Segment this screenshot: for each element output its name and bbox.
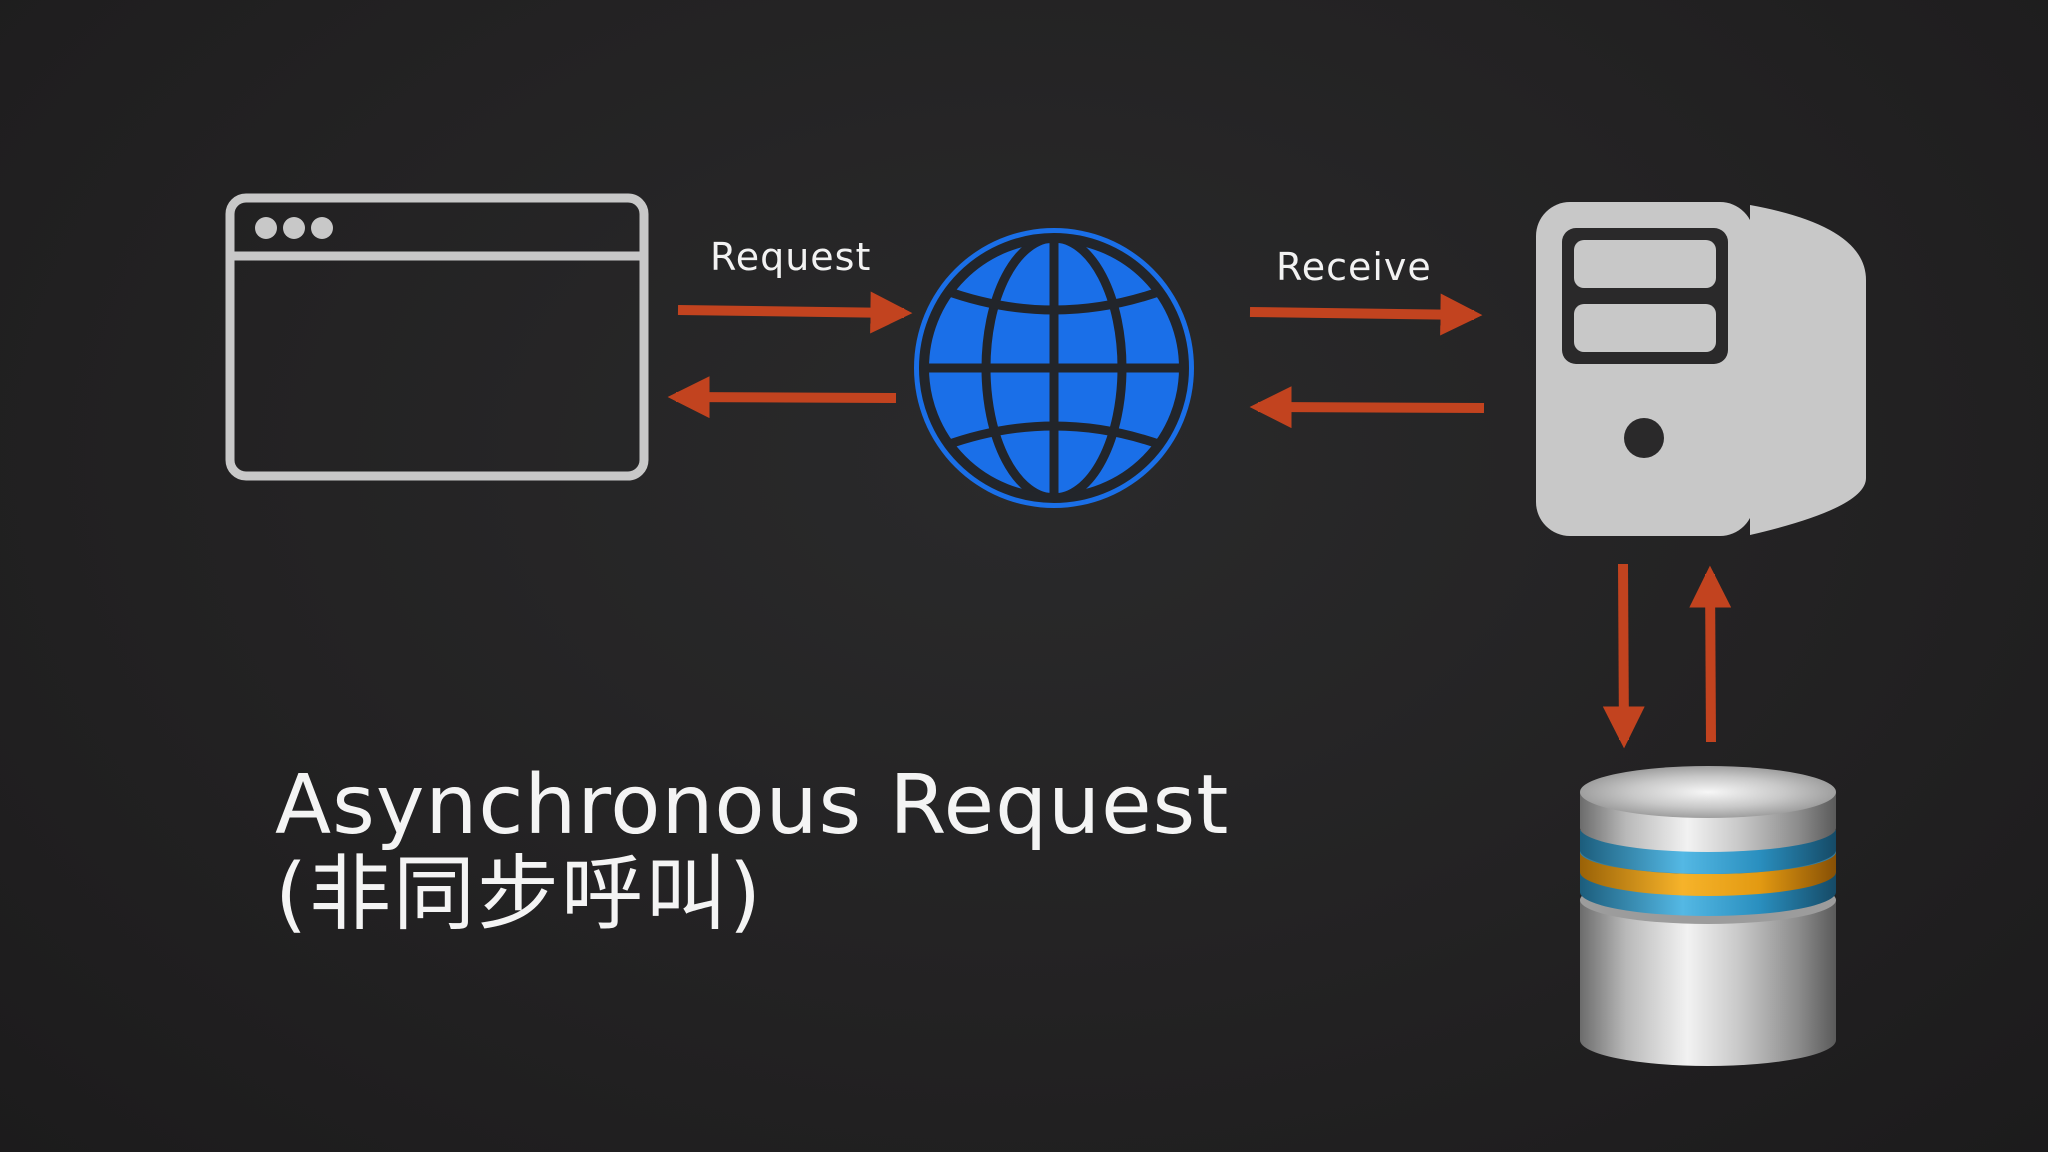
arrow-server-to-database — [1602, 563, 1645, 749]
database-icon — [1580, 766, 1836, 1066]
title-line2: (非同步呼叫) — [275, 846, 763, 942]
arrow-browser-to-globe — [677, 291, 913, 334]
arrow-globe-to-server — [1249, 293, 1483, 336]
browser-window-icon — [225, 193, 649, 481]
server-icon — [1536, 202, 1866, 536]
title-line1: Asynchronous Request — [275, 758, 1230, 853]
title-block: Asynchronous Request (非同步呼叫) — [275, 758, 1275, 942]
arrow-database-to-server — [1689, 565, 1732, 743]
arrow-globe-to-browser — [667, 376, 897, 419]
globe-icon — [914, 228, 1194, 508]
request-label: Request — [710, 235, 871, 279]
receive-label: Receive — [1276, 245, 1432, 289]
arrow-server-to-globe — [1249, 386, 1485, 429]
